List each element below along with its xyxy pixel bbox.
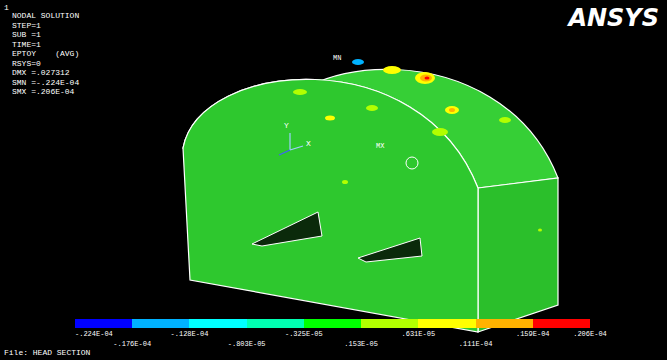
legend-value: .153E-05	[344, 341, 378, 348]
info-text: SMX =.206E-04	[12, 88, 74, 96]
ansys-logo: ANSYS	[568, 6, 659, 30]
contour-spot	[342, 180, 348, 184]
legend-value: -.128E-04	[171, 331, 209, 338]
contour-spot	[293, 89, 307, 95]
info-text: EPTOY (AVG)	[12, 50, 79, 58]
info-text: STEP=1	[12, 22, 41, 30]
front-face	[183, 79, 478, 332]
axis-triad	[289, 133, 290, 150]
contour-spot	[538, 229, 542, 232]
legend-value: -.803E-05	[228, 341, 266, 348]
legend-value: -.176E-04	[113, 341, 151, 348]
contour-spot	[366, 105, 378, 111]
legend-swatch	[533, 319, 591, 328]
contour-spot	[415, 72, 435, 84]
hole	[406, 157, 418, 169]
legend-value: -.325E-05	[285, 331, 323, 338]
window-number: 1	[4, 4, 9, 12]
legend-value: .159E-04	[516, 331, 550, 338]
legend-swatch	[361, 319, 419, 328]
axis-label: Y	[284, 122, 289, 130]
info-text: DMX =.027312	[12, 69, 70, 77]
info-text: SUB =1	[12, 31, 41, 39]
info-text: NODAL SOLUTION	[12, 12, 79, 20]
contour-spot	[445, 106, 459, 114]
contour-spot	[352, 59, 364, 65]
contour-spot	[425, 77, 430, 80]
max-marker: MX	[376, 143, 384, 150]
file-name: File: HEAD SECTION	[4, 349, 90, 357]
contour-spot	[499, 117, 511, 123]
legend-swatch	[247, 319, 305, 328]
info-text: RSYS=0	[12, 60, 41, 68]
legend-swatch	[304, 319, 362, 328]
contour-spot	[420, 75, 432, 82]
info-text: TIME=1	[12, 41, 41, 49]
legend-swatch	[189, 319, 247, 328]
contour-spot	[432, 128, 448, 136]
legend-swatch	[75, 319, 133, 328]
info-text: SMN =-.224E-04	[12, 79, 79, 87]
legend-value: -.224E-04	[75, 331, 113, 338]
legend-swatch	[132, 319, 190, 328]
min-marker: MN	[333, 55, 341, 62]
contour-spot	[383, 66, 401, 74]
slot-cutout	[252, 212, 322, 246]
legend-value: .111E-04	[459, 341, 493, 348]
side-face	[478, 178, 558, 332]
axis-triad	[279, 150, 290, 155]
axis-triad	[290, 146, 303, 150]
axis-label: X	[306, 140, 311, 148]
legend-value: .206E-04	[573, 331, 607, 338]
slot-cutout	[358, 238, 422, 262]
contour-spot	[449, 108, 455, 112]
legend-value: .631E-05	[402, 331, 436, 338]
legend-swatch	[476, 319, 534, 328]
contour-spot	[325, 116, 335, 121]
legend-swatch	[418, 319, 476, 328]
